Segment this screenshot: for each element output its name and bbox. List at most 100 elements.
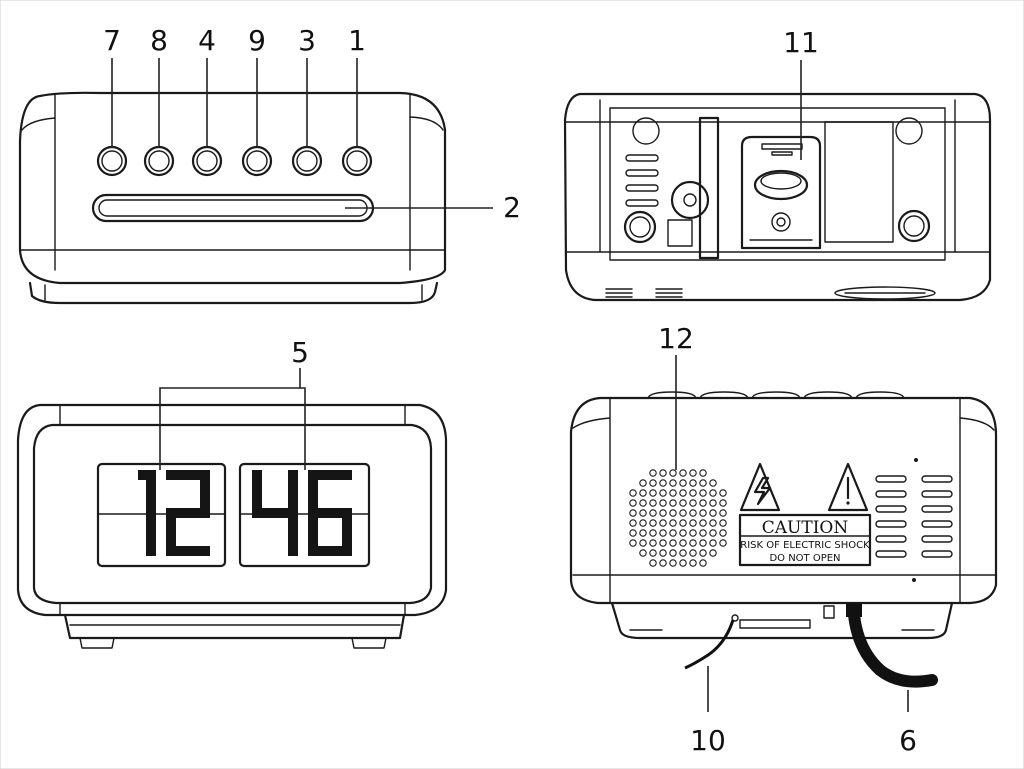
callout-9: 9	[248, 24, 266, 57]
caution-label: CAUTION RISK OF ELECTRIC SHOCK DO NOT OP…	[738, 513, 872, 567]
grille-hole	[659, 479, 667, 487]
callout-11: 11	[783, 26, 819, 59]
grille-hole	[649, 479, 657, 487]
grille-hole	[709, 549, 717, 557]
grille-hole	[689, 519, 697, 527]
grille-hole	[719, 539, 727, 547]
grille-hole	[639, 479, 647, 487]
grille-hole	[659, 559, 667, 567]
grille-hole	[719, 499, 727, 507]
digit-1	[138, 470, 156, 556]
grille-hole	[719, 519, 727, 527]
bottom-view: 11	[563, 26, 992, 302]
callout-5: 5	[291, 336, 309, 369]
grille-hole	[659, 509, 667, 517]
grille-hole	[699, 499, 707, 507]
grille-hole	[689, 469, 697, 477]
grille-hole	[659, 549, 667, 557]
grille-hole	[689, 499, 697, 507]
grille-hole	[679, 539, 687, 547]
warning-triangle-icon	[739, 462, 781, 512]
digit-6	[308, 470, 352, 556]
grille-hole	[699, 519, 707, 527]
grille-hole	[649, 549, 657, 557]
grille-hole	[679, 479, 687, 487]
battery-compartment	[740, 135, 822, 250]
callout-3: 3	[298, 24, 316, 57]
callout-6: 6	[899, 724, 917, 757]
power-cord	[846, 603, 938, 688]
caution-title: CAUTION	[762, 518, 849, 538]
grille-hole	[669, 469, 677, 477]
antenna-wire	[684, 614, 739, 670]
grille-hole	[699, 559, 707, 567]
grille-hole	[699, 469, 707, 477]
caution-line-2: DO NOT OPEN	[769, 553, 840, 564]
grille-hole	[719, 529, 727, 537]
grille-hole	[649, 539, 657, 547]
grille-hole	[679, 489, 687, 497]
grille-hole	[629, 529, 637, 537]
callout-1: 1	[348, 24, 366, 57]
grille-hole	[709, 519, 717, 527]
grille-hole	[679, 469, 687, 477]
grille-hole	[679, 509, 687, 517]
back-view: CAUTION RISK OF ELECTRIC SHOCK DO NOT OP…	[569, 322, 998, 757]
grille-hole	[659, 529, 667, 537]
grille-hole	[649, 509, 657, 517]
grille-hole	[689, 539, 697, 547]
callout-10: 10	[690, 724, 726, 757]
vent-slots	[875, 475, 953, 558]
grille-hole	[669, 529, 677, 537]
grille-hole	[699, 539, 707, 547]
grille-hole	[649, 499, 657, 507]
grille-hole	[659, 519, 667, 527]
grille-hole	[639, 549, 647, 557]
callout-12: 12	[658, 322, 694, 355]
grille-hole	[649, 489, 657, 497]
grille-hole	[669, 539, 677, 547]
grille-hole	[699, 509, 707, 517]
grille-hole	[669, 509, 677, 517]
callout-2: 2	[503, 191, 521, 224]
grille-hole	[709, 529, 717, 537]
front-view: 5 12 46	[16, 336, 448, 649]
callout-7: 7	[103, 24, 121, 57]
top-view: 7 8 4 9 3 1 2	[18, 24, 521, 305]
grille-hole	[699, 529, 707, 537]
grille-hole	[669, 499, 677, 507]
grille-hole	[639, 529, 647, 537]
grille-hole	[629, 499, 637, 507]
grille-hole	[629, 539, 637, 547]
grille-hole	[639, 489, 647, 497]
grille-hole	[659, 469, 667, 477]
grille-hole	[719, 489, 727, 497]
grille-hole	[709, 509, 717, 517]
grille-hole	[679, 529, 687, 537]
grille-hole	[709, 499, 717, 507]
grille-hole	[669, 559, 677, 567]
grille-hole	[639, 509, 647, 517]
grille-hole	[639, 539, 647, 547]
grille-hole	[629, 519, 637, 527]
grille-hole	[709, 539, 717, 547]
grille-hole	[679, 499, 687, 507]
grille-hole	[659, 499, 667, 507]
grille-hole	[649, 519, 657, 527]
exclamation-triangle-icon	[827, 462, 869, 512]
grille-hole	[699, 489, 707, 497]
grille-hole	[649, 469, 657, 477]
grille-hole	[709, 479, 717, 487]
digit-2	[166, 470, 210, 556]
grille-hole	[689, 489, 697, 497]
grille-hole	[659, 539, 667, 547]
grille-hole	[689, 509, 697, 517]
grille-hole	[699, 479, 707, 487]
grille-hole	[719, 509, 727, 517]
grille-hole	[699, 549, 707, 557]
digit-4	[252, 470, 298, 556]
callout-4: 4	[198, 24, 216, 57]
grille-hole	[689, 479, 697, 487]
speaker-grille	[629, 469, 727, 567]
